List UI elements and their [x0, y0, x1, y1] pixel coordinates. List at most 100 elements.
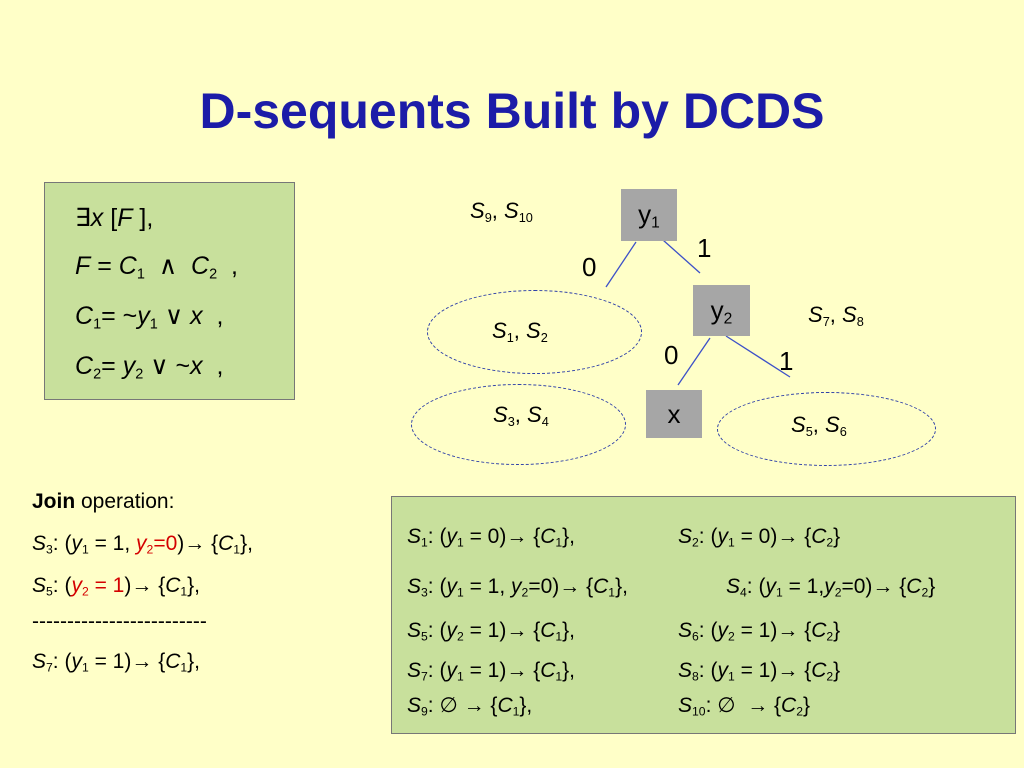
t: },: [562, 659, 576, 682]
sub: 2: [921, 585, 929, 600]
S: S: [678, 525, 693, 548]
sub: 10: [518, 209, 533, 225]
t: }: [833, 619, 841, 642]
sub: 9: [484, 209, 492, 225]
sub: 2: [135, 366, 144, 383]
bracket: [: [103, 204, 118, 232]
join-heading: Join operation:: [32, 490, 174, 514]
clause-C: C: [165, 574, 181, 597]
join-keyword: Join: [32, 490, 76, 513]
dsequent-s3: S3: (y1 = 1, y2=0)→ {C1},: [407, 575, 628, 599]
S: S: [678, 659, 693, 682]
t: }: [928, 575, 936, 598]
label-s1-s2: S1, S2: [492, 318, 548, 344]
S: S: [791, 412, 806, 437]
label-s3-s4: S3, S4: [493, 402, 549, 428]
S: S: [504, 198, 519, 223]
edge-y2-0: [677, 337, 711, 386]
clause-C: C: [165, 650, 181, 673]
t: = 1)→ {: [734, 659, 812, 682]
label-s9-s10: S9, S10: [470, 198, 533, 224]
sub: 1: [180, 584, 188, 599]
sub: 10: [692, 704, 706, 719]
var-y: y: [446, 619, 457, 642]
sub: 2: [521, 585, 529, 600]
t: : (: [427, 659, 447, 682]
clause-C: C: [781, 694, 797, 717]
sub: 5: [805, 423, 813, 439]
sub: 2: [456, 629, 464, 644]
var-y: y: [717, 659, 728, 682]
sub: 1: [608, 585, 616, 600]
var-y: y: [122, 352, 136, 380]
t: : (: [698, 659, 718, 682]
ellipse-s3-s4: [411, 384, 626, 465]
dsequent-s4: S4: (y1 = 1,y2=0)→ {C2}: [726, 575, 935, 599]
or-symbol: ∨ ~: [143, 352, 191, 380]
node-label: y: [710, 295, 724, 325]
sub: 2: [692, 535, 699, 550]
sub: 1: [727, 535, 735, 550]
sep: ,: [513, 318, 527, 343]
sep: ,: [812, 412, 826, 437]
exists-symbol: ∃: [75, 204, 91, 232]
dsequent-s2: S2: (y1 = 0)→ {C2}: [678, 525, 840, 549]
t: : ∅ → {: [427, 694, 498, 717]
sub: 2: [209, 266, 218, 283]
S: S: [407, 525, 422, 548]
bracket: ],: [132, 204, 154, 232]
S: S: [32, 650, 47, 673]
t: },: [240, 532, 253, 555]
var-y: y: [446, 575, 457, 598]
sub: 2: [796, 704, 803, 719]
t: : (: [427, 525, 447, 548]
sub: 1: [136, 266, 145, 283]
S: S: [407, 575, 422, 598]
sep: ,: [491, 198, 505, 223]
join-heading-text: operation:: [75, 490, 175, 513]
t: = 1,: [88, 532, 137, 555]
sub: 1: [421, 535, 428, 550]
sub: 2: [826, 669, 834, 684]
t: },: [187, 650, 201, 673]
dsequent-s7: S7: (y1 = 1)→ {C1},: [407, 659, 575, 683]
join-line-s3: S3: (y1 = 1, y2=0)→ {C1},: [32, 532, 253, 556]
sub: 2: [826, 535, 834, 550]
clause-C: C: [218, 532, 234, 555]
sub: 1: [555, 669, 563, 684]
var-F: F: [75, 252, 91, 280]
formula-line-3: C1= ~y1 ∨ x ,: [75, 301, 223, 332]
clause-C: C: [906, 575, 922, 598]
join-divider: -------------------------: [32, 610, 207, 633]
dsequent-s10: S10: ∅ → {C2}: [678, 693, 810, 718]
sub: 2: [727, 629, 735, 644]
t: = 1,: [782, 575, 825, 598]
sub: 2: [93, 366, 102, 383]
var-y: y: [71, 650, 82, 673]
sub: 1: [506, 329, 514, 345]
sub: 1: [555, 535, 563, 550]
t: },: [187, 574, 201, 597]
join-line-s7: S7: (y1 = 1)→ {C1},: [32, 650, 200, 674]
S: S: [32, 532, 47, 555]
sub: 1: [81, 542, 89, 557]
clause-C: C: [540, 659, 556, 682]
edge-label-y1-0: 0: [582, 252, 597, 282]
t: : (: [52, 532, 72, 555]
edge-y1-0: [605, 241, 637, 288]
sub: 4: [541, 413, 549, 429]
S: S: [678, 694, 693, 717]
sub: 6: [692, 629, 699, 644]
and-symbol: ∧: [144, 252, 192, 280]
edge-label-y2-1: 1: [779, 346, 794, 376]
var-y: y: [446, 525, 457, 548]
t: },: [519, 694, 533, 717]
var-y: y: [824, 575, 835, 598]
sub: 1: [456, 669, 464, 684]
clause-C: C: [593, 575, 609, 598]
sub: 1: [180, 660, 188, 675]
var-y: y: [71, 532, 82, 555]
node-label: x: [667, 399, 681, 429]
t: : (: [52, 650, 72, 673]
node-y1: y1: [621, 189, 677, 241]
